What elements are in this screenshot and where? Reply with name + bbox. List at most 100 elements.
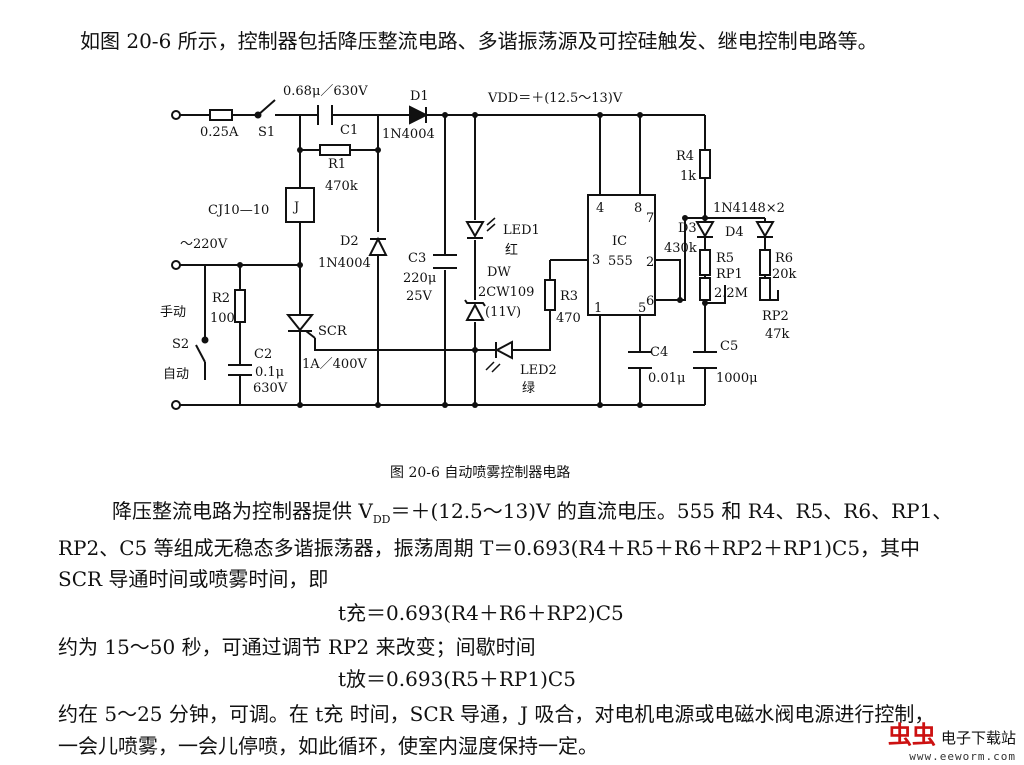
s1-label: S1 [258, 125, 275, 140]
relay-label: J [292, 200, 299, 215]
led1-symbol [465, 217, 496, 239]
s2-label: S2 [172, 337, 189, 352]
led1-color-label: 红 [505, 242, 518, 258]
terminals [171, 110, 181, 410]
circuit-diagram: 0.25A S1 0.68μ／630V C1 D1 1N4004 VDD＝＋(1… [160, 84, 797, 410]
ic-555-block [587, 194, 656, 316]
body-line-5: 约在 5～25 分钟，可调。在 t充 时间，SCR 导通，J 吸合，对电机电源或… [58, 702, 935, 726]
d1-diode-symbol [409, 105, 429, 125]
c3-capacitor-symbol [433, 254, 457, 269]
r1-value-label: 470k [325, 179, 358, 194]
r6-label: R6 [775, 251, 793, 266]
rp1-potentiometer-symbol [699, 277, 711, 301]
scr-symbol [285, 314, 316, 340]
r2-label: R2 [212, 291, 230, 306]
pin6-label: 6 [646, 294, 654, 309]
junction-dots [237, 112, 708, 408]
c4-label: C4 [650, 345, 668, 360]
r4-resistor-symbol [699, 149, 711, 179]
r1-label: R1 [328, 157, 346, 172]
led2-label: LED2 [520, 363, 557, 378]
c3-volt-label: 25V [406, 289, 433, 304]
r3-value-label: 470 [556, 311, 581, 326]
watermark: 虫虫 电子下载站 www.eeworm.com [888, 715, 1016, 763]
body-line-1: 降压整流电路为控制器提供 VDD＝＋(12.5～13)V 的直流电压。555 和… [112, 500, 952, 531]
c5-label: C5 [720, 339, 738, 354]
intro-text: 如图 20-6 所示，控制器包括降压整流电路、多谐振荡源及可控硅触发、继电控制电… [80, 29, 878, 53]
pin8-label: 8 [634, 201, 642, 216]
d4-diode-symbol [755, 221, 775, 239]
c2-value-label: 0.1μ [255, 365, 284, 380]
watermark-logo: 虫虫 [887, 721, 936, 749]
d3-diode-symbol [695, 221, 715, 239]
pin2-label: 2 [646, 255, 654, 270]
body-line-6: 一会儿喷雾，一会儿停喷，如此循环，使室内湿度保持一定。 [58, 734, 598, 758]
r2-value-label: 100 [210, 311, 235, 326]
body-line-1-tail: ＝＋(12.5～13)V 的直流电压。555 和 R4、R5、R6、RP1、 [390, 499, 953, 523]
led2-color-label: 绿 [522, 381, 535, 396]
mains-label: ～220V [180, 237, 228, 252]
r5-label: R5 [716, 251, 734, 266]
vdd-subscript: DD [372, 513, 391, 526]
d2-diode-symbol [368, 236, 388, 256]
led2-symbol [485, 340, 513, 373]
dw-label: DW [487, 265, 511, 280]
relay-symbol [285, 187, 315, 223]
figure-caption: 图 20-6 自动喷雾控制器电路 [390, 465, 571, 481]
r2-resistor-symbol [234, 289, 246, 323]
pin5-label: 5 [638, 301, 646, 316]
fuse-symbol [209, 109, 233, 121]
d2-part-label: 1N4004 [318, 256, 371, 271]
ic-label: IC [612, 234, 627, 249]
body-line-3: SCR 导通时间或喷雾时间，即 [58, 567, 329, 591]
c1-label: C1 [340, 123, 358, 138]
c1-value-label: 0.68μ／630V [283, 84, 368, 99]
dw-volt-label: (11V) [485, 305, 521, 320]
watermark-site-name: 电子下载站 [940, 729, 1016, 747]
c3-value-label: 220μ [403, 271, 436, 286]
scr-label: SCR [318, 324, 348, 339]
led1-label: LED1 [503, 223, 540, 238]
rp2-potentiometer-symbol [759, 277, 771, 301]
pin4-label: 4 [596, 201, 604, 216]
dw-part-label: 2CW109 [478, 285, 534, 300]
c2-label: C2 [254, 347, 272, 362]
c4-capacitor-symbol [628, 351, 652, 369]
pin1-label: 1 [594, 301, 602, 316]
watermark-url: www.eeworm.com [909, 750, 1016, 763]
rp1-value-label: 2.2M [714, 286, 748, 301]
d1-part-label: 1N4004 [382, 127, 435, 142]
r6-value-label: 20k [772, 267, 797, 282]
r3-label: R3 [560, 289, 578, 304]
fuse-label: 0.25A [200, 125, 239, 140]
r4-value-label: 1k [680, 169, 696, 184]
rp2-value-label: 47k [765, 327, 790, 342]
r3-resistor-symbol [544, 279, 556, 311]
s2-switch-symbol [195, 336, 209, 363]
pin3-label: 3 [592, 253, 600, 268]
r5-value-label: 430k [664, 241, 697, 256]
diode-pair-label: 1N4148×2 [713, 201, 785, 216]
dw-zener-symbol [464, 299, 486, 321]
wires [180, 114, 779, 406]
c1-capacitor-symbol [317, 105, 333, 125]
s1-switch-symbol [254, 99, 276, 119]
pin7-label: 7 [646, 211, 654, 226]
equation-charge: t充＝0.693(R4＋R6＋RP2)C5 [338, 601, 624, 625]
r1-resistor-symbol [319, 144, 351, 156]
d1-label: D1 [410, 89, 429, 104]
auto-label: 自动 [163, 367, 189, 382]
rp2-label: RP2 [762, 309, 789, 324]
d2-label: D2 [340, 234, 359, 249]
r4-label: R4 [676, 149, 694, 164]
relay-model-label: CJ10—10 [208, 203, 269, 218]
body-line-2: RP2、C5 等组成无稳态多谐振荡器，振荡周期 T＝0.693(R4＋R5＋R6… [58, 536, 921, 560]
c2-volt-label: 630V [253, 381, 288, 396]
r6-resistor-symbol [759, 249, 771, 276]
d3-label: D3 [678, 221, 697, 236]
scr-value-label: 1A／400V [302, 357, 367, 372]
body-line-4: 约为 15～50 秒，可通过调节 RP2 来改变；间歇时间 [58, 635, 536, 659]
ic-part-label: 555 [608, 254, 633, 269]
c5-value-label: 1000μ [716, 371, 758, 386]
r5-resistor-symbol [699, 249, 711, 276]
